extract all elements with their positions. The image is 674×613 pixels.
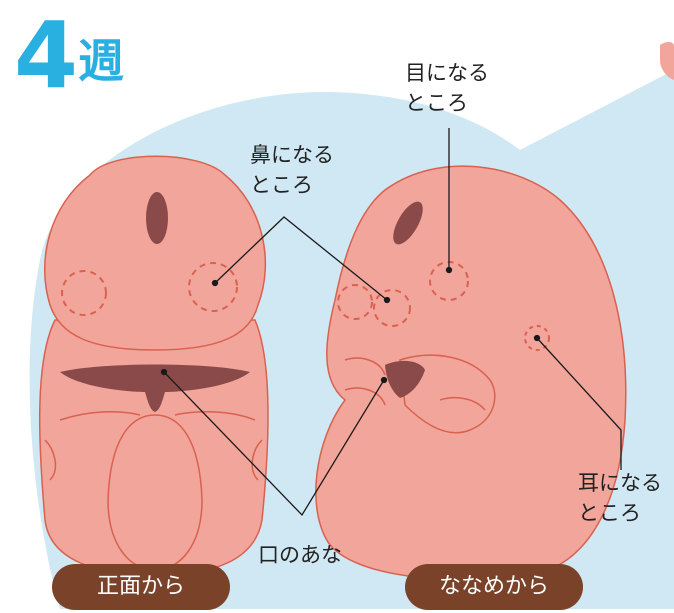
diagonal-view-button[interactable]: ななめから [405, 564, 583, 610]
week-number: 4 [14, 2, 76, 109]
eye-label-line1: 目になる [405, 58, 489, 88]
ear-label-line2: ところ [578, 498, 662, 528]
front-chest [108, 415, 202, 570]
nose-label-line1: 鼻になる [250, 140, 334, 170]
nose-label-line2: ところ [250, 170, 334, 200]
eye-label: 目になる ところ [405, 58, 489, 118]
ear-label: 耳になる ところ [578, 468, 662, 528]
front-view-button[interactable]: 正面から [52, 564, 230, 610]
nose-label: 鼻になる ところ [250, 140, 334, 200]
ear-label-line1: 耳になる [578, 468, 662, 498]
week-unit: 週 [78, 34, 124, 88]
eye-label-line2: ところ [405, 88, 489, 118]
front-top-opening [146, 192, 168, 244]
mouth-label: 口のあな [258, 540, 342, 570]
front-head [45, 156, 266, 350]
next-embryo-edge [660, 42, 674, 80]
week-title: 4週 [14, 6, 124, 106]
